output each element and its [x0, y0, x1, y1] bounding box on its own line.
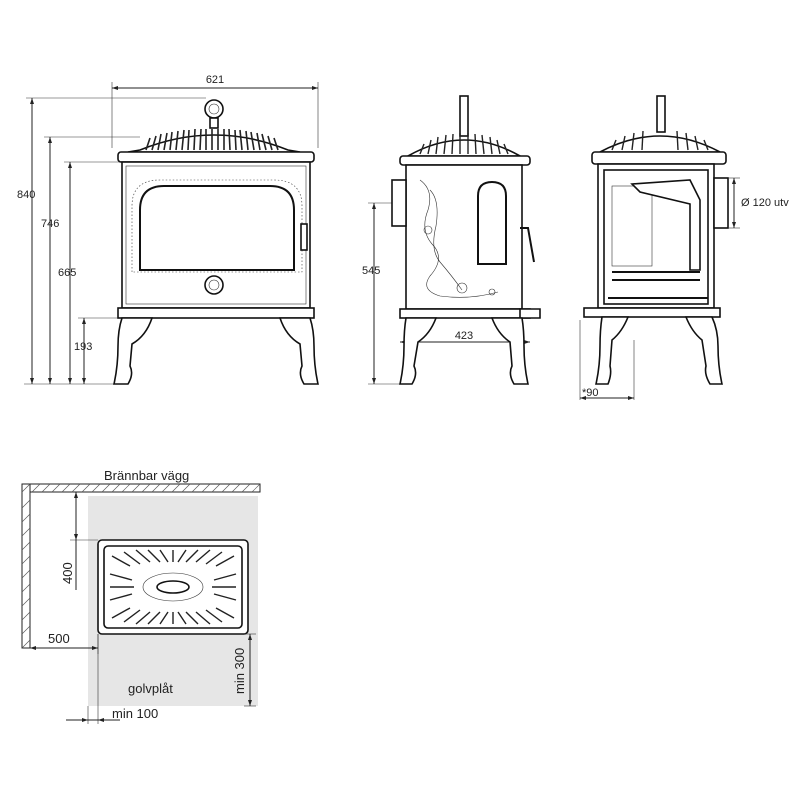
- plan-front-label: min 300: [232, 648, 247, 694]
- wall-label: Brännbar vägg: [104, 468, 189, 483]
- plan-side-dimension: 500: [30, 631, 99, 654]
- plan-back-label: 400: [60, 562, 75, 584]
- plan-margin-label: min 100: [112, 706, 158, 721]
- front-height-top-label: 746: [41, 218, 59, 230]
- side-depth-dimension: 423: [400, 330, 530, 344]
- front-height-base-label: 193: [74, 341, 92, 353]
- front-height-outlet-label: 665: [58, 267, 76, 279]
- plan-side-label: 500: [48, 631, 70, 646]
- front-view: 621 840 746 665 193: [17, 74, 319, 385]
- front-height-dimensions: 840 746 665 193: [17, 97, 206, 385]
- front-height-total-label: 840: [17, 189, 35, 201]
- section-stove: [583, 95, 729, 385]
- combustible-wall: Brännbar vägg: [21, 468, 261, 649]
- section-offset-label: *90: [582, 387, 599, 399]
- section-flue-dimension: Ø 120 utv: [728, 177, 789, 229]
- plan-view: Brännbar vägg golvplåt: [21, 468, 261, 724]
- plan-margin-dimension: min 100: [66, 634, 158, 724]
- front-top-ribs: [145, 128, 279, 151]
- floor-plate-label: golvplåt: [128, 681, 173, 696]
- section-flue-label: Ø 120 utv: [741, 197, 789, 209]
- side-height-dimension: 545: [362, 202, 410, 385]
- front-stove: [113, 99, 319, 385]
- side-stove: [391, 95, 541, 385]
- side-view: 545 423: [362, 95, 541, 385]
- front-width-dimension: 621: [111, 74, 319, 148]
- front-width-label: 621: [206, 74, 224, 86]
- plan-back-dimension: 400: [60, 492, 98, 590]
- section-view: Ø 120 utv *90: [579, 95, 789, 400]
- section-offset-dimension: *90: [579, 320, 635, 400]
- side-height-outlet-label: 545: [362, 265, 380, 277]
- plan-front-dimension: min 300: [232, 633, 256, 707]
- plan-stove-top: [97, 539, 249, 635]
- side-depth-label: 423: [455, 330, 473, 342]
